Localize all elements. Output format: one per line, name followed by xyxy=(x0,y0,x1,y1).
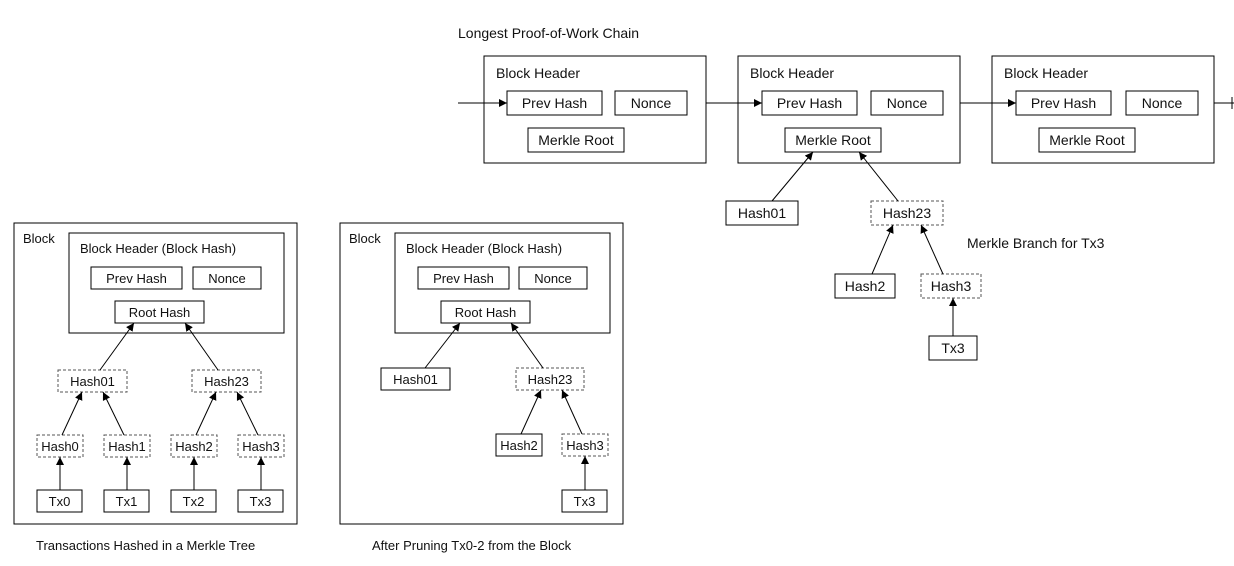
branch-hash3-label: Hash3 xyxy=(931,278,972,294)
pruned-prev-hash-label: Prev Hash xyxy=(433,271,494,286)
tree-tx0-label: Tx0 xyxy=(49,494,71,509)
chain-block-2-header-label: Block Header xyxy=(750,65,834,81)
tree-nonce xyxy=(192,266,262,290)
chain-block-1-merkle-root xyxy=(527,127,625,153)
tree-tx1-label: Tx1 xyxy=(116,494,138,509)
chain-block-1-prev-hash-label: Prev Hash xyxy=(522,95,587,111)
chain-block-2-nonce xyxy=(870,90,944,116)
tree-hash23-label: Hash23 xyxy=(204,374,249,389)
tree-caption: Transactions Hashed in a Merkle Tree xyxy=(36,538,255,553)
pruned-root-hash-label: Root Hash xyxy=(455,305,516,320)
pruned-hash2-label: Hash2 xyxy=(500,438,538,453)
tree-arrow-hash23-root xyxy=(184,322,219,371)
chain-block-3-prev-hash-label: Prev Hash xyxy=(1031,95,1096,111)
tree-tx3-label: Tx3 xyxy=(250,494,272,509)
branch-arrow-hash01-root xyxy=(771,151,814,202)
tree-header-label: Block Header (Block Hash) xyxy=(80,241,236,256)
pruned-header-label: Block Header (Block Hash) xyxy=(406,241,562,256)
tree-root-hash-label: Root Hash xyxy=(129,305,190,320)
pruned-hash2 xyxy=(495,433,543,457)
chain-block-2-prev-hash-label: Prev Hash xyxy=(777,95,842,111)
tree-tx2-label: Tx2 xyxy=(183,494,205,509)
chain-block-1-header-label: Block Header xyxy=(496,65,580,81)
tree-root-hash xyxy=(114,300,205,324)
pruned-hash01-label: Hash01 xyxy=(393,372,438,387)
pruned-arrow-hash23-root xyxy=(510,322,544,369)
branch-hash3 xyxy=(920,273,982,299)
chain-block-1-nonce-label: Nonce xyxy=(631,95,672,111)
tree-hash2-label: Hash2 xyxy=(175,439,213,454)
tree-prev-hash xyxy=(90,266,183,290)
branch-arrow-hash23-root xyxy=(858,151,899,202)
chain-block-3-merkle-root-label: Merkle Root xyxy=(1049,132,1125,148)
tree-header xyxy=(68,232,285,334)
pruned-hash23-label: Hash23 xyxy=(528,372,573,387)
pruned-root-hash xyxy=(440,300,531,324)
pruned-header xyxy=(394,232,611,334)
tree-hash0-label: Hash0 xyxy=(41,439,79,454)
pruned-arrow-hash2-hash23 xyxy=(520,389,542,435)
pruned-arrow-hash3-hash23 xyxy=(561,389,583,435)
pruned-hash01 xyxy=(380,367,451,391)
branch-hash23-label: Hash23 xyxy=(883,205,931,221)
chain-block-2 xyxy=(737,55,961,164)
tree-arrow-hash0-hash01 xyxy=(61,391,83,436)
chain-block-2-nonce-label: Nonce xyxy=(887,95,928,111)
tree-arrow-hash01-root xyxy=(99,322,135,371)
tree-hash01-label: Hash01 xyxy=(70,374,115,389)
pruned-block-label: Block xyxy=(349,231,381,246)
branch-arrow-hash3-hash23 xyxy=(920,224,944,275)
pruned-caption: After Pruning Tx0-2 from the Block xyxy=(372,538,572,553)
tree-hash3-label: Hash3 xyxy=(242,439,280,454)
chain-block-3-nonce xyxy=(1125,90,1199,116)
tree-arrow-hash3-hash23 xyxy=(236,391,259,436)
tree-hash01 xyxy=(57,369,128,393)
pruned-nonce xyxy=(518,266,588,290)
tree-hash1-label: Hash1 xyxy=(108,439,146,454)
chain-block-1-nonce xyxy=(614,90,688,116)
pruned-nonce-label: Nonce xyxy=(534,271,572,286)
branch-hash2-label: Hash2 xyxy=(845,278,886,294)
chain-block-3-nonce-label: Nonce xyxy=(1142,95,1183,111)
pruned-hash3-label: Hash3 xyxy=(566,438,604,453)
chain-block-1-merkle-root-label: Merkle Root xyxy=(538,132,614,148)
pruned-arrow-hash01-root xyxy=(424,322,461,369)
branch-arrow-hash2-hash23 xyxy=(871,224,894,275)
tree-hash23 xyxy=(191,369,262,393)
chain-block-2-merkle-root-label: Merkle Root xyxy=(795,132,871,148)
branch-caption: Merkle Branch for Tx3 xyxy=(967,235,1105,251)
tree-arrow-hash1-hash01 xyxy=(102,391,125,436)
chain-block-1 xyxy=(483,55,707,164)
branch-hash01-label: Hash01 xyxy=(738,205,786,221)
tree-block-label: Block xyxy=(23,231,55,246)
branch-tx3-label: Tx3 xyxy=(941,340,965,356)
branch-hash2 xyxy=(834,273,896,299)
pruned-prev-hash xyxy=(417,266,510,290)
pruned-tx3-label: Tx3 xyxy=(574,494,596,509)
branch-hash01 xyxy=(725,200,799,226)
tree-prev-hash-label: Prev Hash xyxy=(106,271,167,286)
chain-block-3-header-label: Block Header xyxy=(1004,65,1088,81)
chain-block-2-merkle-root xyxy=(784,127,882,153)
chain-block-3-merkle-root xyxy=(1038,127,1136,153)
branch-hash23 xyxy=(870,200,944,226)
chain-block-3 xyxy=(991,55,1215,164)
tree-block xyxy=(13,222,298,525)
tree-arrow-hash2-hash23 xyxy=(195,391,217,436)
pruned-block xyxy=(339,222,624,525)
tree-nonce-label: Nonce xyxy=(208,271,246,286)
chain-title: Longest Proof-of-Work Chain xyxy=(458,25,639,41)
